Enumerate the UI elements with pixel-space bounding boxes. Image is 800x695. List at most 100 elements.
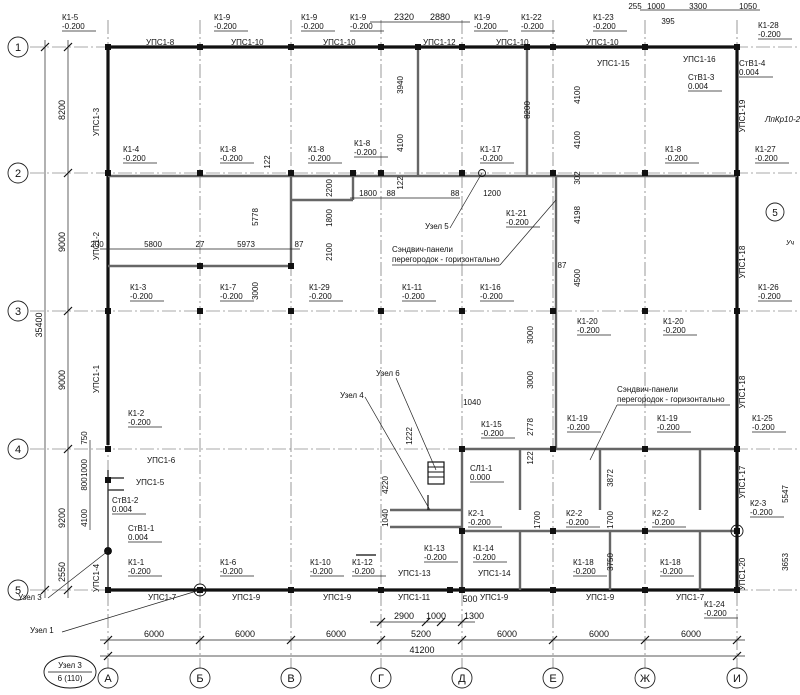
column: [288, 308, 294, 314]
column-mark-name: К1-7: [220, 283, 237, 292]
dim-top: 255: [628, 2, 642, 11]
column-mark-elevation: -0.200: [660, 567, 683, 576]
note-uzel-4: Узел 4: [340, 391, 364, 400]
column-mark-name: К1-2: [128, 409, 145, 418]
column-mark-elevation: -0.200: [128, 567, 151, 576]
column: [197, 44, 203, 50]
dim-inner: 5973: [237, 240, 255, 249]
dim-inner: 2200: [325, 179, 334, 197]
left-dimensions: 8200 9000 9000 9200 2550 35400 750 1000 …: [34, 40, 91, 598]
column-mark-name: СЛ1-1: [470, 464, 493, 473]
column-mark-name: К1-9: [350, 13, 367, 22]
dim-top: 2880: [430, 12, 450, 22]
column: [378, 308, 384, 314]
dim-bottom-span: 6000: [497, 629, 517, 639]
beam-label: УПС1-14: [478, 569, 511, 578]
beam-label: УПС1-16: [683, 55, 716, 64]
column-mark-elevation: -0.200: [577, 326, 600, 335]
column-mark-elevation: -0.200: [220, 292, 243, 301]
column-mark-name: К1-18: [573, 558, 594, 567]
dim-left-total: 35400: [34, 312, 44, 337]
beam-label: УПС1-9: [232, 593, 261, 602]
column: [459, 308, 465, 314]
dim-bottom-total: 41200: [409, 645, 434, 655]
beam-label: УПС1-15: [597, 59, 630, 68]
column-mark-elevation: -0.200: [309, 292, 332, 301]
column: [734, 528, 740, 534]
column: [378, 170, 384, 176]
dim-left-span: 9200: [57, 508, 67, 528]
column: [105, 446, 111, 452]
column-mark-name: К1-20: [663, 317, 684, 326]
column-mark-name: К1-9: [301, 13, 318, 22]
dim-bottom-upper: 1300: [464, 611, 484, 621]
beam-label: УПС1-2: [92, 231, 101, 260]
column-mark-name: К1-1: [128, 558, 145, 567]
column-mark-name: К1-19: [567, 414, 588, 423]
stamp-title: Узел 3: [58, 661, 82, 670]
column-mark-elevation: -0.200: [663, 326, 686, 335]
column: [550, 446, 556, 452]
note-uzel-5: Узел 5: [425, 222, 449, 231]
column-mark-name: К1-28: [758, 21, 779, 30]
dim-inner: 3000: [251, 282, 260, 300]
column-mark-name: К1-4: [123, 145, 140, 154]
dim-inner: 302: [573, 171, 582, 185]
column-mark-elevation: -0.200: [310, 567, 333, 576]
column: [197, 170, 203, 176]
axis-bubble-3: 3: [15, 306, 21, 318]
note-sandwich-line2: перегородок - горизонтально: [617, 395, 725, 404]
column-mark-name: К1-11: [402, 283, 423, 292]
column-mark-name: К1-22: [521, 13, 542, 22]
column-mark-name: К2-2: [566, 509, 583, 518]
column-mark-name: К1-15: [481, 420, 502, 429]
column-mark-elevation: -0.200: [473, 553, 496, 562]
column-mark-elevation: -0.200: [704, 609, 727, 618]
dim-inner: 27: [196, 240, 205, 249]
dim-inner: 5778: [251, 208, 260, 226]
beam-label: УПС1-8: [146, 38, 175, 47]
column-mark-name: К2-2: [652, 509, 669, 518]
column-mark-elevation: -0.200: [220, 567, 243, 576]
column-mark-name: К1-23: [593, 13, 614, 22]
note-right-partial: Уч: [785, 240, 794, 247]
column: [550, 170, 556, 176]
column: [288, 170, 294, 176]
beam-label: УПС1-10: [496, 38, 529, 47]
column: [642, 587, 648, 593]
axis-bubble-e: Е: [549, 673, 556, 685]
column: [288, 44, 294, 50]
column: [378, 587, 384, 593]
column: [378, 44, 384, 50]
beam-label: УПС1-18: [738, 375, 747, 408]
column-mark-name: К1-8: [220, 145, 237, 154]
column-mark-elevation: -0.200: [214, 22, 237, 31]
axis-bubble-v: В: [287, 673, 294, 685]
column-mark-elevation: 0.004: [739, 68, 760, 77]
dim-top: 1050: [739, 2, 757, 11]
column-mark-name: К1-20: [577, 317, 598, 326]
partitions: [108, 47, 737, 590]
beam-label: УПС1-11: [398, 593, 431, 602]
note-uzel-1: Узел 1: [30, 626, 54, 635]
beam-label: УПС1-6: [147, 456, 176, 465]
dim-inner: 2100: [325, 243, 334, 261]
columns: [105, 44, 740, 593]
column-mark-elevation: 0.004: [688, 82, 709, 91]
dim-inner: 4100: [573, 131, 582, 149]
column: [734, 308, 740, 314]
column-mark-elevation: -0.200: [755, 154, 778, 163]
dim-left-small: 4100: [80, 509, 89, 527]
beam-label: УПС1-17: [738, 465, 747, 498]
dim-inner: 3750: [606, 553, 615, 571]
dim-inner: 3940: [396, 76, 405, 94]
dim-inner: 122: [526, 451, 535, 465]
column: [459, 170, 465, 176]
axis-bubble-d: Д: [458, 673, 466, 685]
column-mark-elevation: -0.200: [657, 423, 680, 432]
axis-bubble-1: 1: [15, 42, 21, 54]
column-mark-elevation: 0.000: [470, 473, 491, 482]
beam-label: УПС1-9: [323, 593, 352, 602]
dim-bottom-upper: 500: [462, 594, 477, 604]
column: [105, 308, 111, 314]
